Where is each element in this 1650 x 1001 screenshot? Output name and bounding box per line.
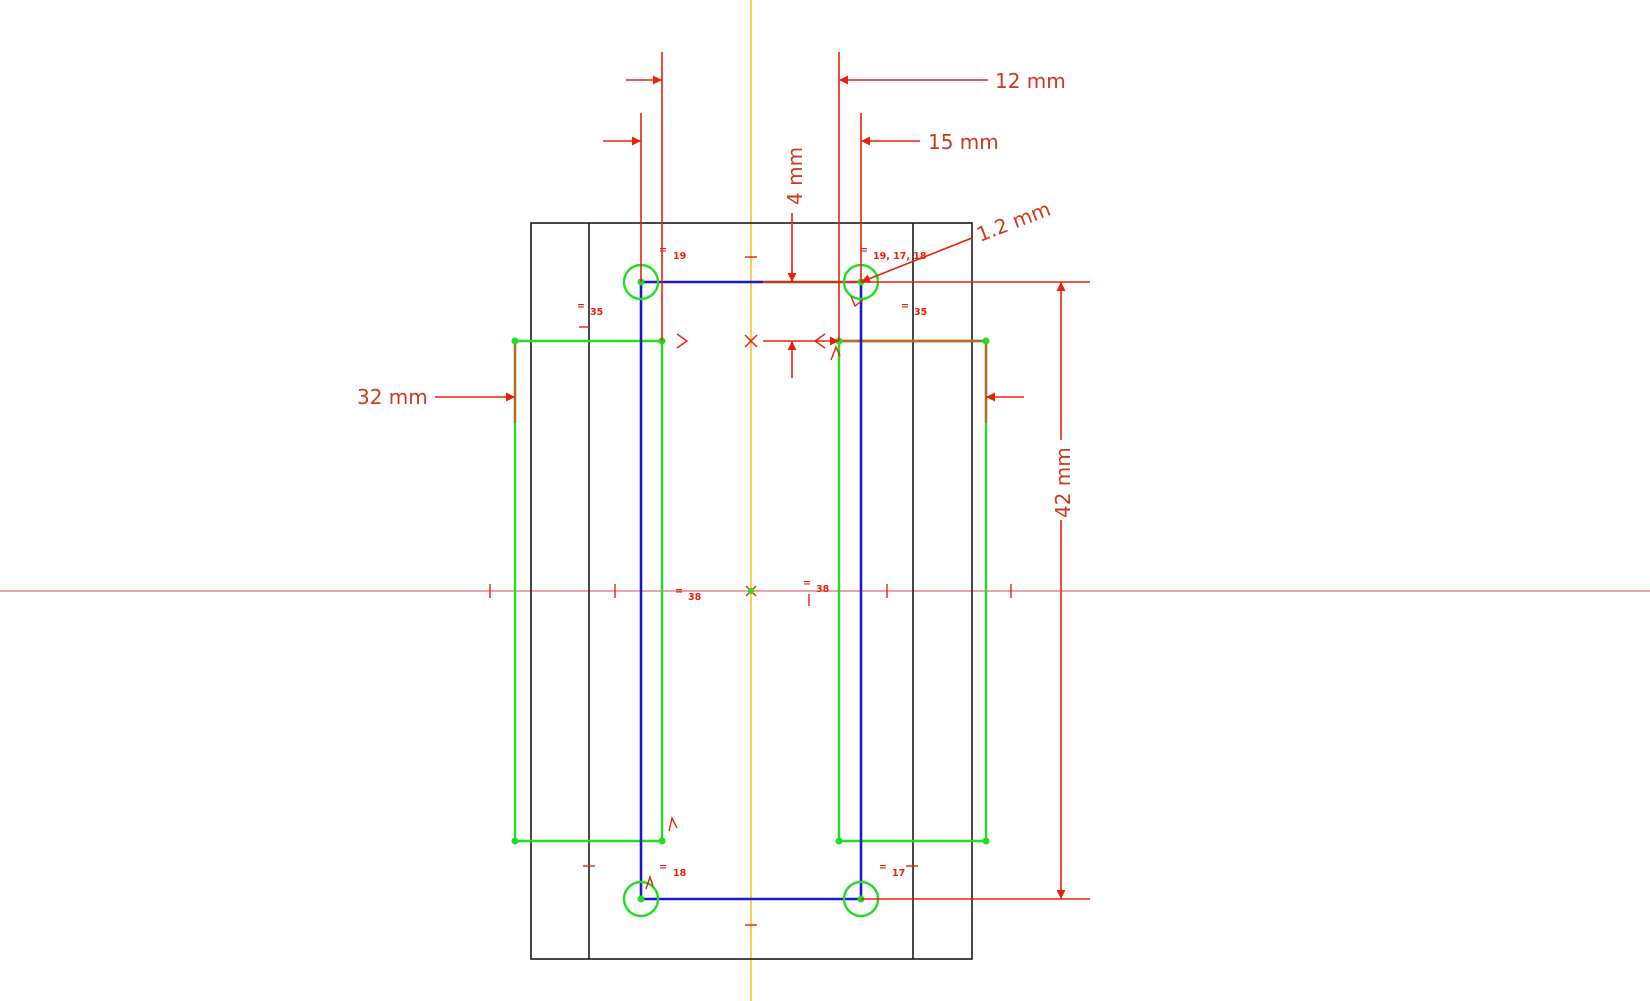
constraint-18-label: 18 (673, 868, 687, 879)
constraint-38-center-label: 38 (816, 584, 830, 595)
dimension-15mm-label[interactable]: 15 mm (928, 130, 999, 154)
origin-point (748, 588, 754, 594)
symmetry-ticks (489, 256, 1012, 926)
dimension-42mm[interactable] (861, 281, 1090, 900)
constraint-tag-38-left[interactable]: = 38 (675, 586, 702, 603)
constraint-tag-19-17-18[interactable]: = 19, 17, 18 (860, 245, 927, 262)
hole-bottom-left[interactable] (622, 880, 660, 918)
svg-text:=: = (659, 245, 667, 256)
constraint-arrows (645, 295, 864, 890)
dimension-32mm-label[interactable]: 32 mm (357, 385, 428, 409)
constraint-tag-35-left[interactable]: = 35 (577, 301, 603, 318)
dimension-42mm-label[interactable]: 42 mm (1051, 447, 1075, 518)
dimension-15mm[interactable] (603, 113, 920, 282)
svg-text:=: = (803, 578, 811, 589)
constraint-19-17-18-label: 19, 17, 18 (873, 251, 927, 262)
sketch-points (511, 278, 990, 903)
constraint-35-left-label: 35 (590, 307, 603, 318)
constraint-tag-35-right[interactable]: = 35 (901, 301, 927, 318)
constraint-38-left-label: 38 (688, 592, 702, 603)
constraint-tag-19[interactable]: = 19 (659, 245, 686, 262)
construction-rectangle[interactable] (639, 280, 863, 901)
svg-text:=: = (901, 301, 909, 312)
constraint-17-label: 17 (892, 868, 905, 879)
constraint-19-label: 19 (673, 251, 686, 262)
constraint-tag-17[interactable]: = 17 (879, 862, 905, 879)
constraint-tag-38-center[interactable]: = 38 (803, 578, 830, 595)
svg-text:=: = (577, 301, 585, 312)
dimension-1-2mm[interactable] (860, 237, 973, 283)
dimension-12mm-label[interactable]: 12 mm (995, 69, 1066, 93)
dimension-1-2mm-label[interactable]: 1.2 mm (973, 197, 1054, 247)
constraint-tag-18[interactable]: = 18 (659, 862, 687, 879)
svg-text:=: = (675, 586, 683, 597)
constraint-35-right-label: 35 (914, 307, 927, 318)
svg-text:=: = (659, 862, 667, 873)
dimension-12mm[interactable] (626, 52, 988, 341)
svg-text:=: = (879, 862, 887, 873)
outer-rectangle[interactable] (530, 222, 973, 960)
body-outline[interactable] (530, 222, 973, 960)
svg-text:=: = (860, 245, 868, 256)
dimension-4mm[interactable] (763, 213, 839, 378)
dimension-4mm-label[interactable]: 4 mm (783, 147, 807, 205)
